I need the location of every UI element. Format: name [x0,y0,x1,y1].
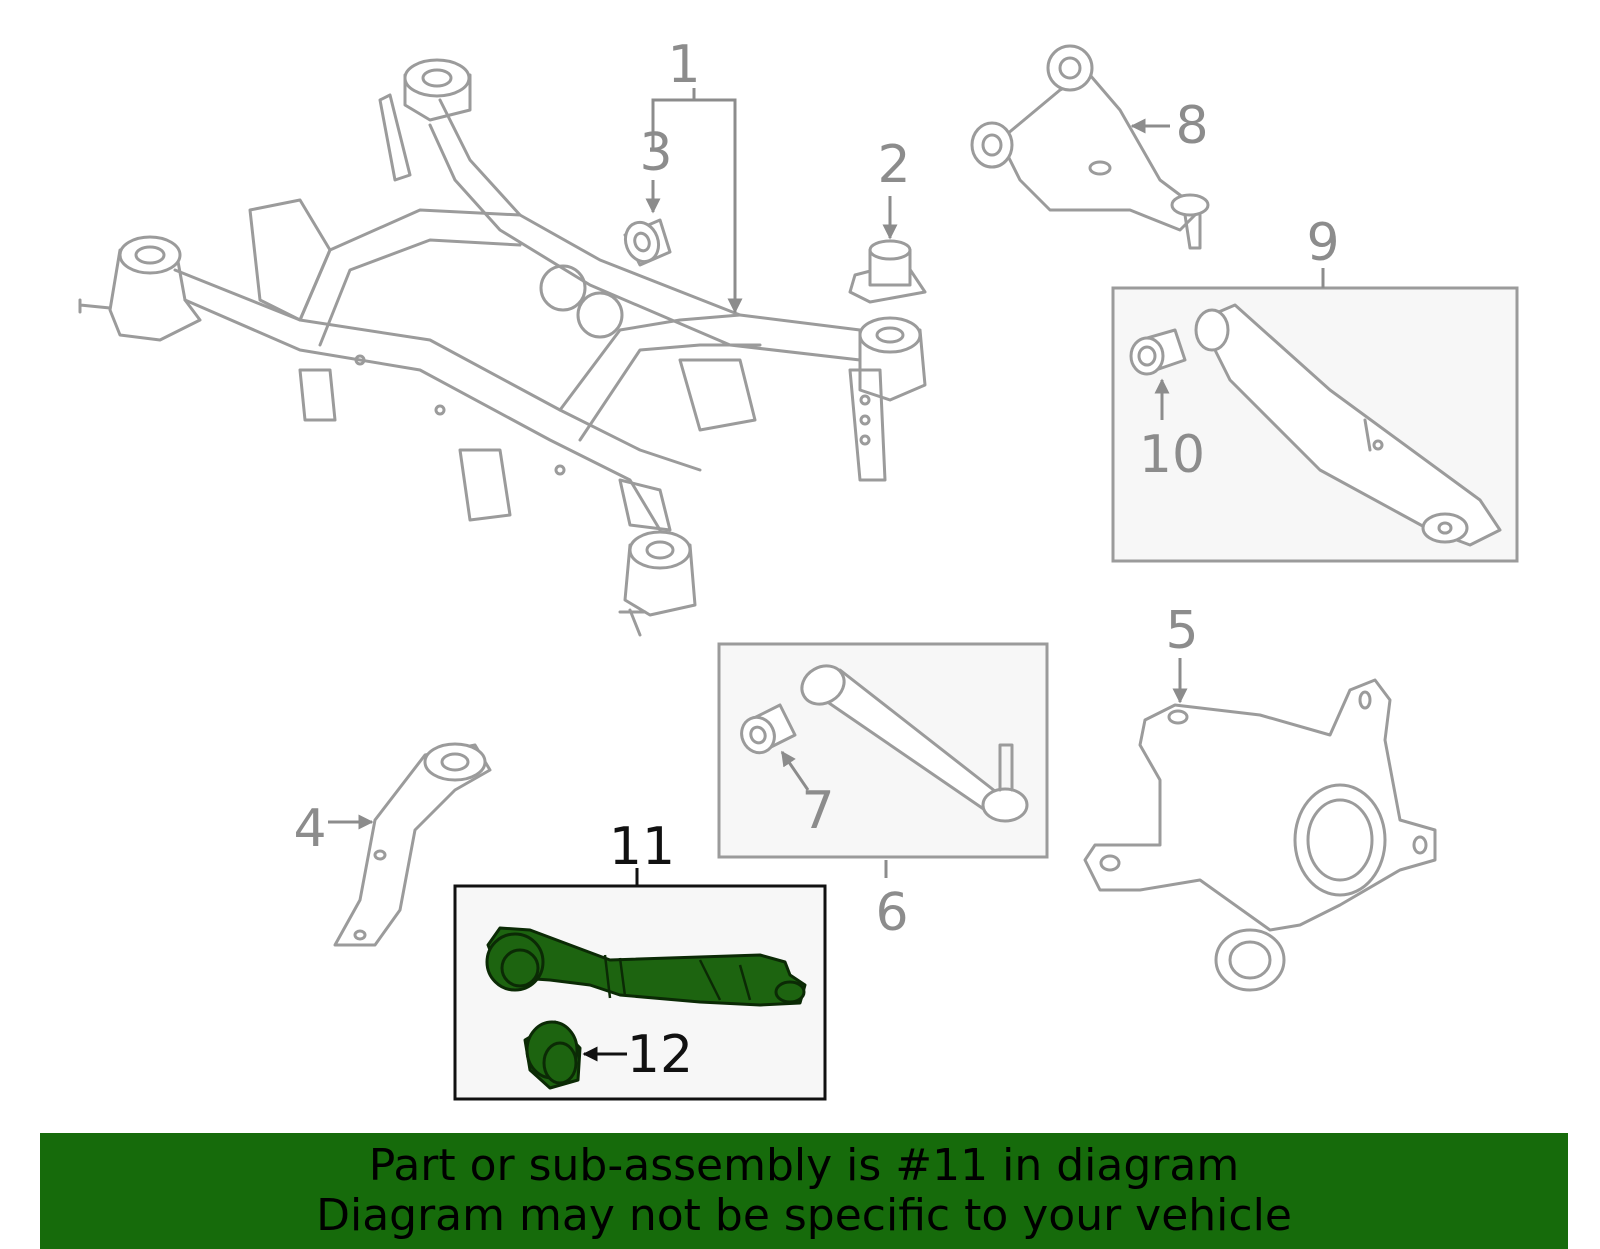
mount-part-2 [848,239,927,304]
banner-line-1: Part or sub-assembly is #11 in diagram [368,1140,1240,1191]
subframe-part [78,58,927,637]
bushing-part-12[interactable] [523,1020,582,1090]
callout-12: 12 [627,1025,693,1085]
callout-7: 7 [801,781,834,841]
parts-diagram: 1 3 2 8 9 [78,35,1519,1101]
upper-arm-part-8 [970,44,1210,250]
callout-6: 6 [875,883,908,943]
toe-link-part-6 [800,664,1029,823]
lower-arm-part-9 [1194,303,1502,547]
banner-line-2: Diagram may not be specific to your vehi… [316,1190,1292,1241]
bushing-part-10 [1129,328,1187,376]
callout-9: 9 [1306,213,1339,273]
link-part-4 [333,742,492,947]
callout-10: 10 [1139,425,1205,485]
callout-3: 3 [639,123,672,183]
callout-2: 2 [877,135,910,195]
knuckle-part-5 [1083,678,1437,992]
callout-5: 5 [1165,601,1198,661]
callout-11: 11 [609,817,675,877]
callout-1: 1 [667,35,700,95]
callout-4: 4 [293,799,326,859]
bushing-part-3 [623,218,672,267]
vehicle-fit-banner: Part or sub-assembly is #11 in diagram D… [40,1133,1568,1249]
control-arm-part-11[interactable] [485,926,807,1007]
bushing-part-7 [740,703,797,755]
callout-8: 8 [1175,96,1208,156]
part-6-box [717,642,1049,859]
